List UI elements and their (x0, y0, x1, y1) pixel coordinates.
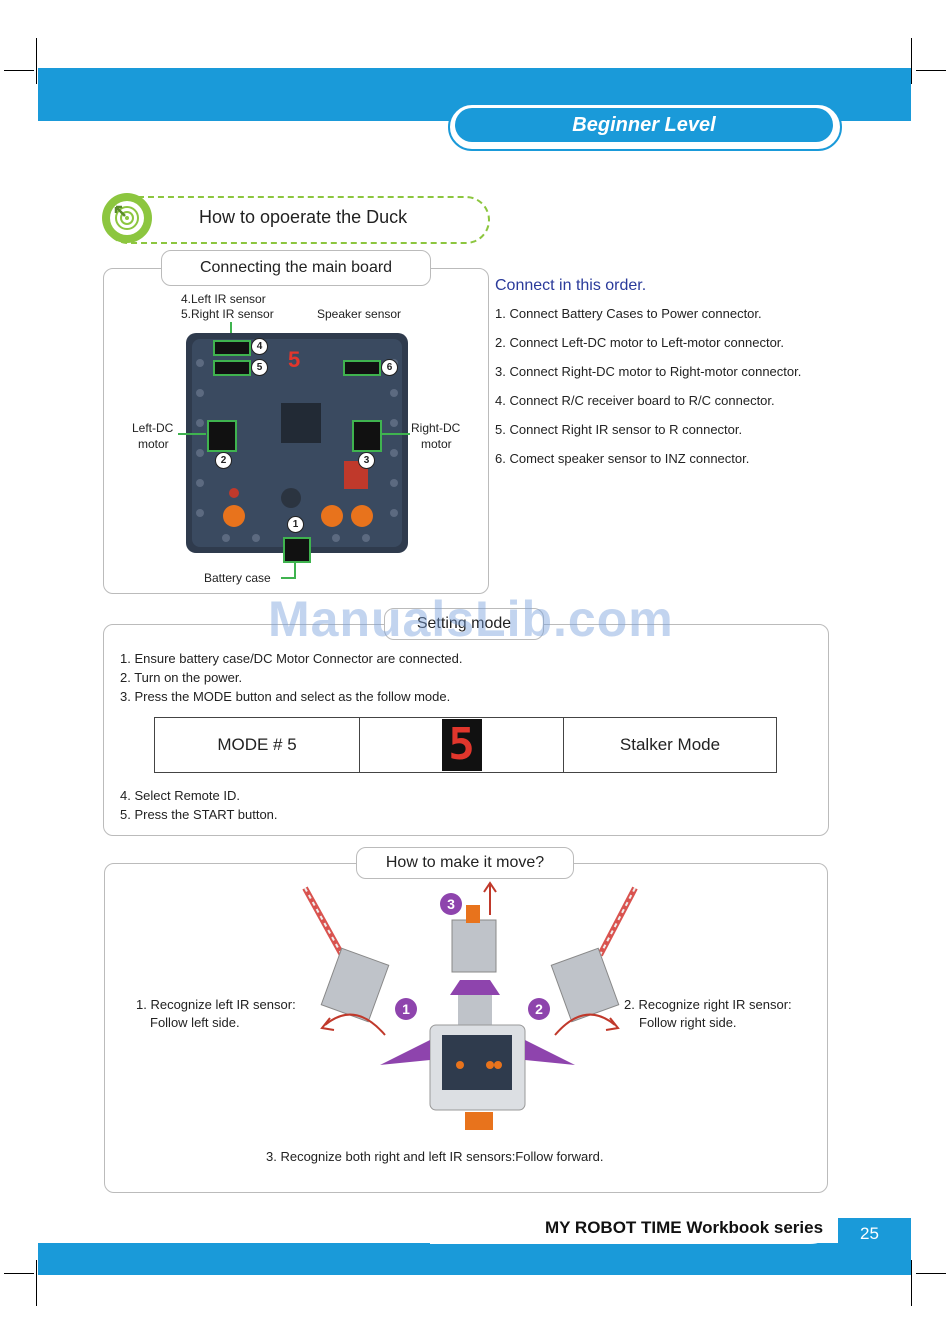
mode-step: 4. Select Remote ID. (120, 788, 240, 803)
footer-series: MY ROBOT TIME Workbook series (545, 1218, 824, 1237)
marker-5: 5 (251, 359, 268, 376)
connector-right-ir[interactable] (213, 360, 251, 376)
mode-step: 2. Turn on the power. (120, 670, 243, 685)
crop-mark (916, 70, 946, 71)
order-item: 2. Connect Left-DC motor to Left-motor c… (495, 335, 785, 350)
footer-band (38, 1243, 911, 1275)
marker-2: 2 (215, 452, 232, 469)
crop-mark (4, 1273, 34, 1274)
marker-6: 6 (381, 359, 398, 376)
robot-duck-image (300, 880, 640, 1140)
mode-step: 1. Ensure battery case/DC Motor Connecto… (120, 651, 463, 666)
marker-4: 4 (251, 338, 268, 355)
crop-mark (911, 1260, 912, 1306)
move-panel-tab: How to make it move? (356, 847, 574, 879)
mode-name: Stalker Mode (619, 735, 721, 754)
connector-left-ir[interactable] (213, 340, 251, 356)
order-item: 1. Connect Battery Cases to Power connec… (495, 306, 762, 321)
label-speaker: Speaker sensor (317, 307, 402, 321)
board-display-digit: 5 (288, 347, 301, 372)
label-left-dc-2: motor (138, 437, 169, 451)
page-number-box (838, 1218, 911, 1275)
crop-mark (911, 38, 912, 84)
mode-panel-tab-label: Setting mode (416, 615, 512, 632)
move-marker-2-label: 2 (535, 1001, 543, 1017)
order-title: Connect in this order. (495, 277, 647, 294)
label-battery: Battery case (204, 571, 271, 585)
move-marker-1-label: 1 (402, 1001, 410, 1017)
arrow-battery-h (281, 577, 295, 579)
order-item: 3. Connect Right-DC motor to Right-motor… (495, 364, 802, 379)
arrow-left-ir (230, 322, 232, 340)
crop-mark (36, 38, 37, 84)
order-item: 4. Connect R/C receiver board to R/C con… (495, 393, 775, 408)
marker-3: 3 (358, 452, 375, 469)
mode-number-cell: MODE # 5 (155, 718, 360, 772)
seven-segment-display: 5 (441, 719, 482, 771)
crop-mark (36, 1260, 37, 1306)
target-icon-inner (110, 201, 144, 235)
label-left-ir: 4.Left IR sensor (181, 292, 266, 306)
move-right-line1: 2. Recognize right IR sensor: (624, 997, 792, 1012)
mode-number: MODE # 5 (217, 735, 297, 754)
board-panel-tab-label: Connecting the main board (199, 259, 393, 276)
board-panel-tab: Connecting the main board (161, 250, 431, 286)
connector-speaker[interactable] (343, 360, 381, 376)
arrow-left-motor (178, 433, 206, 435)
move-marker-3-label: 3 (447, 896, 455, 912)
mode-table: MODE # 5 5 Stalker Mode (154, 717, 777, 773)
mode-step: 3. Press the MODE button and select as t… (120, 689, 451, 704)
mode-display-cell: 5 (360, 718, 564, 772)
section-title: How to opoerate the Duck (199, 207, 408, 227)
mode-step: 5. Press the START button. (120, 807, 278, 822)
move-left-line1: 1. Recognize left IR sensor: (136, 997, 296, 1012)
page-number: 25 (860, 1224, 879, 1243)
mode-panel-tab: Setting mode (384, 608, 544, 640)
label-left-dc-1: Left-DC (132, 421, 174, 435)
label-right-dc-1: Right-DC (411, 421, 461, 435)
section-title-pill (104, 196, 490, 244)
level-label: Beginner Level (455, 108, 833, 142)
marker-1: 1 (287, 516, 304, 533)
order-item: 6. Comect speaker sensor to INZ connecto… (495, 451, 750, 466)
label-right-ir: 5.Right IR sensor (181, 307, 274, 321)
move-marker-1: 1 (395, 998, 417, 1020)
move-left-line2: Follow left side. (150, 1015, 240, 1030)
connector-battery[interactable] (283, 537, 311, 563)
connector-left-motor[interactable] (207, 420, 237, 452)
move-marker-2: 2 (528, 998, 550, 1020)
move-right-line2: Follow right side. (639, 1015, 737, 1030)
move-bottom-line: 3. Recognize both right and left IR sens… (266, 1149, 604, 1164)
move-marker-3: 3 (440, 893, 462, 915)
arrow-right-motor (380, 433, 410, 435)
mode-name-cell: Stalker Mode (564, 718, 776, 772)
move-panel-tab-label: How to make it move? (385, 854, 545, 871)
label-right-dc-2: motor (421, 437, 452, 451)
seven-segment-digit: 5 (448, 719, 475, 770)
crop-mark (4, 70, 34, 71)
order-item: 5. Connect Right IR sensor to R connecto… (495, 422, 743, 437)
arrow-battery-v (294, 562, 296, 579)
crop-mark (916, 1273, 946, 1274)
watermark: ManualsLib.com (268, 591, 674, 647)
footer-white-tab (430, 1210, 840, 1244)
connector-right-motor[interactable] (352, 420, 382, 452)
